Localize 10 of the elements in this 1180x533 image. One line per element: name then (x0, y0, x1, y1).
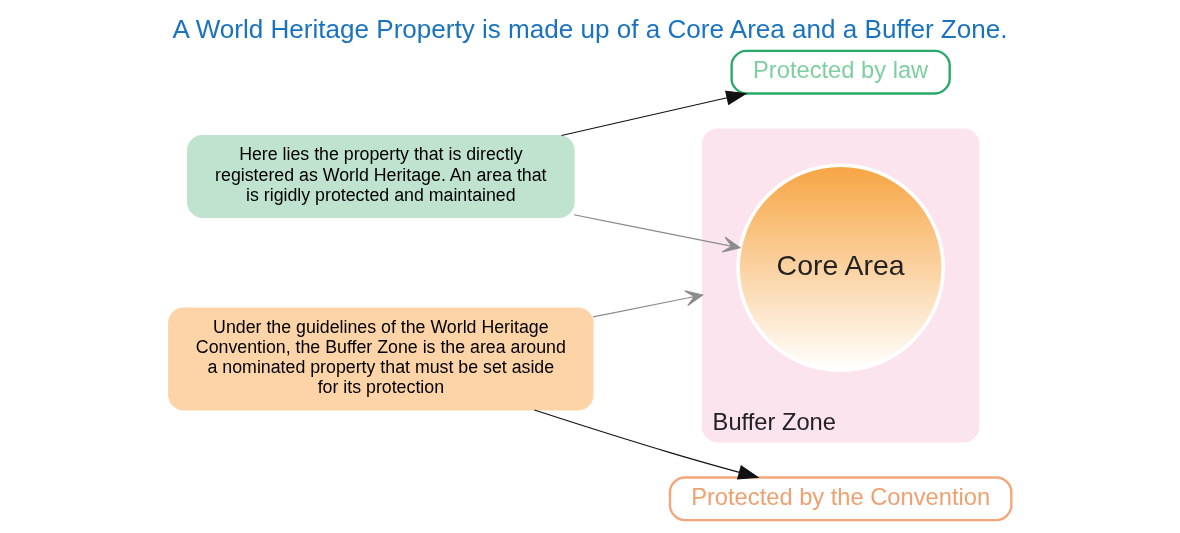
node-circle: Core Area (736, 163, 945, 372)
arrow (533, 409, 760, 480)
node-box: Protected by law (730, 49, 951, 95)
node-box: Under the guidelines of the World Heritage Convention, the Buffer Zone is the area around a nominated property that must be set aside for its protection (168, 307, 594, 411)
arrow (573, 214, 741, 253)
diagram-title: A World Heritage Property is made up of a Core Area and a Buffer Zone. (172, 14, 1008, 45)
node-box: Protected by the Convention (668, 476, 1013, 522)
arrow (560, 90, 748, 137)
node-box: Here lies the property that is directly registered as World Heritage. An area that is rigidly protected and maintained (187, 134, 575, 218)
arrow (592, 290, 704, 318)
